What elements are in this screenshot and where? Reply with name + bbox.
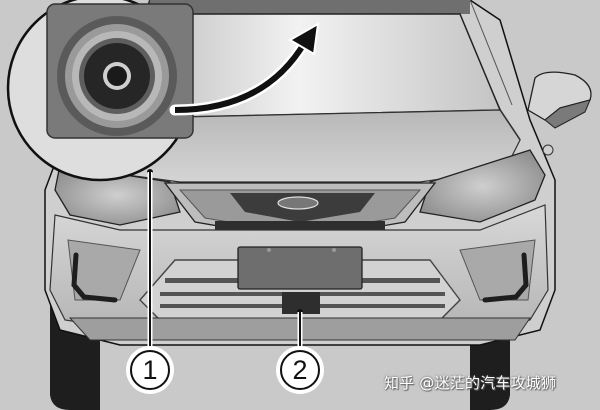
license-plate-area [237, 246, 363, 314]
brand-logo [277, 196, 319, 210]
callout-leader-lines [147, 172, 303, 350]
license-plate [237, 246, 363, 290]
callout-1: 1 [130, 350, 170, 390]
upper-grille [163, 182, 437, 241]
watermark-text: 知乎 @迷茫的汽车攻城狮 [384, 374, 557, 392]
camera-inset [6, 0, 194, 182]
fog-light-recesses [67, 239, 536, 303]
callout-2: 2 [280, 350, 320, 390]
direction-arrow-icon [169, 22, 320, 116]
front-camera-housing [282, 292, 320, 314]
side-mirror [527, 71, 592, 156]
